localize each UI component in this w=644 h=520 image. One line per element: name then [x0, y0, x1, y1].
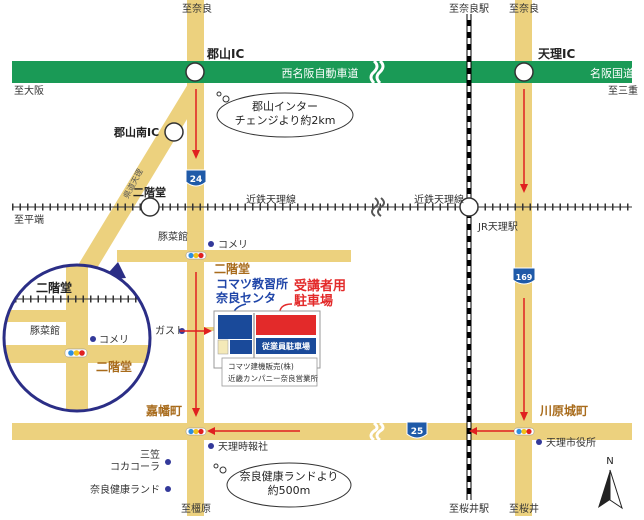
- label-komatsu-center: コマツ教習所奈良センタ: [215, 276, 288, 305]
- label-tenri-city-hall: 天理市役所: [546, 436, 596, 449]
- koriyama-ic-marker: [185, 62, 205, 82]
- label-sankasa: 三笠コカコーラ: [110, 448, 160, 473]
- label-tenri-ic: 天理IC: [538, 47, 575, 61]
- koriyama-minami-ic-marker: [164, 122, 184, 142]
- label-to-osaka: 至大阪: [14, 84, 44, 97]
- road-break-mark: [369, 421, 379, 442]
- label-to-kashihara: 至橿原: [181, 502, 211, 515]
- label-to-nara-top: 至奈良: [182, 2, 212, 15]
- label-koriyama-minami-ic: 郡山南IC: [113, 125, 159, 139]
- label-tenri-jihosha: 天理時報社: [218, 440, 268, 453]
- label-koriyama-ic: 郡山IC: [206, 46, 244, 61]
- callout-kenko-text: 奈良健康ランドより約500m: [240, 469, 339, 497]
- label-tonkotsu: 豚菜館: [158, 230, 188, 243]
- label-komeri: コメリ: [218, 240, 248, 251]
- traffic-light-kaboucho: [185, 427, 207, 436]
- meihan-label: 名阪国道: [590, 66, 634, 80]
- route-arrows: [180, 89, 528, 435]
- route-169-shield: 169: [512, 267, 536, 285]
- sankasa-dot: [165, 459, 171, 465]
- kenko-land-dot: [165, 486, 171, 492]
- highway-break-mark: [369, 59, 379, 85]
- inset-label-tonkotsu: 豚菜館: [30, 324, 60, 337]
- svg-text:169: 169: [516, 273, 533, 282]
- inset-map: 二階堂 豚菜館 コメリ 二階堂: [4, 265, 150, 411]
- company-note: コマツ建機販売(株) 近畿カンパニー奈良営業所: [221, 357, 318, 387]
- nikaido-road: [117, 250, 351, 262]
- inset-border: [2, 263, 152, 413]
- label-staff-parking: 従業員駐車場: [261, 341, 310, 351]
- nishi-meihan-label: 西名阪自動車道: [282, 66, 359, 80]
- label-to-hirahata: 至平端: [14, 213, 44, 226]
- label-company-note-1: コマツ建機販売(株): [228, 361, 294, 371]
- label-gust: ガスト: [155, 325, 185, 337]
- label-nikaido-station: 二階堂: [133, 185, 166, 199]
- label-kintetsu-tenri-line-1: 近鉄天理線: [246, 193, 296, 206]
- label-jr-tenri: JR天理駅: [477, 221, 518, 233]
- label-to-sakurai-station: 至桜井駅: [449, 502, 489, 515]
- callout-ic-text: 郡山インターチェンジより約2km: [235, 100, 336, 127]
- traffic-light-kawaharajo: [513, 427, 535, 436]
- rail-break-mark: [371, 197, 379, 217]
- building-komatsu: [218, 315, 252, 339]
- side-road: [204, 327, 220, 331]
- svg-text:N: N: [606, 456, 613, 467]
- staff-parking-lot: [256, 338, 316, 354]
- inset-label-komeri: コメリ: [99, 335, 129, 346]
- label-kintetsu-tenri-line-2: 近鉄天理線: [414, 193, 464, 206]
- route-24-shield: 24: [185, 169, 207, 187]
- highway-break-mark: [375, 59, 385, 85]
- label-kawaharajo: 川原城町: [539, 403, 588, 418]
- inset-label-nikaido: 二階堂: [96, 359, 132, 374]
- trainee-parking-lot: [256, 315, 316, 335]
- svg-text:24: 24: [190, 175, 203, 185]
- label-to-sanjo: 至三重: [608, 84, 638, 97]
- callout-kenko: 奈良健康ランドより約500m: [213, 462, 352, 508]
- svg-text:25: 25: [411, 427, 424, 437]
- nikaido-station-marker: [140, 197, 160, 217]
- tenri-ic-marker: [514, 62, 534, 82]
- komeri-dot: [208, 241, 214, 247]
- label-nikaido-intersection: 二階堂: [214, 261, 250, 276]
- tenri-jihosha-dot: [208, 443, 214, 449]
- route-25-road: [12, 423, 632, 440]
- right-vertical-road: [515, 0, 532, 516]
- building-komatsu-2: [230, 340, 252, 354]
- route-25-shield: 25: [406, 421, 428, 439]
- city-hall-dot: [536, 439, 542, 445]
- inset-label-nikaido-station: 二階堂: [36, 280, 72, 295]
- label-company-note-2: 近畿カンパニー奈良営業所: [228, 373, 318, 383]
- callout-ic: 郡山インターチェンジより約2km: [216, 91, 354, 138]
- building-annex: [217, 339, 229, 355]
- road-break-mark: [375, 421, 385, 442]
- nishi-meihan-highway: [12, 61, 632, 83]
- label-nara-kenko-land: 奈良健康ランド: [90, 483, 160, 496]
- label-to-sakurai: 至桜井: [509, 502, 539, 515]
- rail-break-mark: [377, 197, 385, 217]
- north-arrow-icon: N: [598, 456, 623, 510]
- label-trainee-parking: 受講者用駐車場: [294, 278, 346, 309]
- label-to-nara-station: 至奈良駅: [449, 2, 489, 15]
- traffic-light-nikaido: [185, 251, 207, 260]
- label-kaboucho: 嘉幡町: [145, 403, 182, 418]
- label-to-nara-top-right: 至奈良: [509, 2, 539, 15]
- jr-tenri-station-marker: [459, 197, 479, 217]
